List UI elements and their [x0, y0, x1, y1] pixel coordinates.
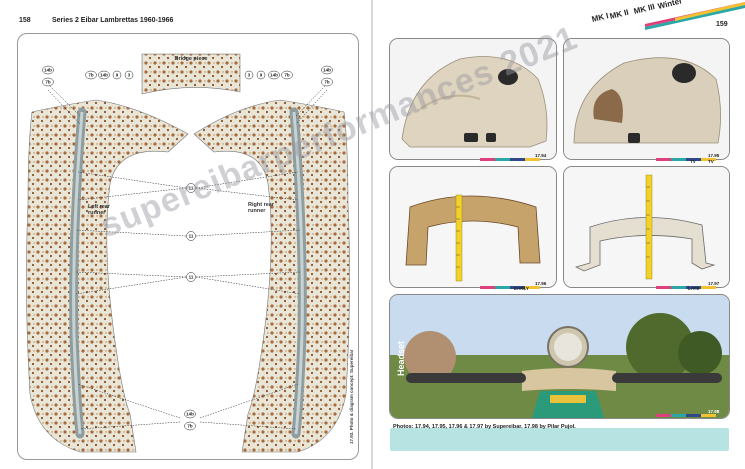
svg-text:9: 9 [116, 73, 119, 78]
color-strip-17-95 [656, 158, 716, 161]
left-page-number: 158 [19, 17, 31, 24]
credit-bar [390, 428, 729, 451]
callout-7b-top-right: 7b [321, 77, 333, 87]
right-runner-label: Right rear runner [248, 202, 274, 214]
svg-text:14b: 14b [44, 68, 52, 73]
svg-text:11: 11 [189, 186, 194, 191]
callout-9-bridge-right: 9 [256, 70, 266, 80]
running-head: Series 2 Eibar Lambrettas 1960-1966 [52, 17, 174, 24]
svg-text:11: 11 [189, 275, 194, 280]
callout-14b-top-left: 14b [42, 65, 54, 75]
photo-17-95 [563, 38, 730, 160]
callout-7b-bridge-right: 7b [281, 70, 293, 80]
callout-11-upper: 11 [186, 183, 196, 193]
runner-diagram-art [26, 53, 350, 453]
photo-17-94 [389, 38, 557, 160]
svg-text:14b: 14b [270, 73, 278, 78]
model-tag-ribbon [645, 2, 745, 30]
callout-14b-bottom: 14b [184, 409, 196, 419]
photo-tag-headset: Headset [396, 340, 406, 376]
callout-14b-bridge-left: 14b [98, 70, 110, 80]
photo-number-17-94: 17.94 [535, 153, 547, 158]
color-strip-17-96 [480, 286, 540, 289]
callout-14b-top-right: 14b [321, 65, 333, 75]
svg-text:11: 11 [189, 234, 194, 239]
color-strip-17-97 [656, 286, 716, 289]
svg-text:7b: 7b [284, 73, 290, 78]
svg-text:7b: 7b [324, 80, 330, 85]
photo-tag-17-97: LATE [688, 286, 700, 291]
book-spine [371, 0, 374, 469]
photo-17-97 [563, 166, 730, 288]
callout-7b-bridge-left: 7b [85, 70, 97, 80]
photo-credit: Photos: 17.94, 17.95, 17.96 & 17.97 by S… [393, 424, 576, 430]
svg-text:7b: 7b [45, 80, 51, 85]
late-cover-measure-image [564, 167, 729, 287]
svg-text:3: 3 [128, 73, 131, 78]
early-cover-measure-image [390, 167, 556, 287]
headset-cover-rear-image [564, 39, 729, 159]
svg-text:14b: 14b [100, 73, 108, 78]
svg-text:14b: 14b [323, 68, 331, 73]
color-strip-17-94 [480, 158, 540, 161]
callout-11-middle: 11 [186, 231, 196, 241]
runner-diagram: Bridge piece Left rear runner Right rear… [17, 33, 359, 460]
callout-layer: 14b 7b 7b 14b 9 3 3 9 14b 7b 14b 7b 11 1… [42, 65, 333, 431]
photo-number-17-96: 17.96 [535, 281, 547, 286]
callout-3-bridge-right: 3 [244, 70, 254, 80]
callout-7b-bottom: 7b [184, 421, 196, 431]
left-runner-label: Left rear runner [88, 204, 111, 216]
bridge-piece-label: Bridge piece [174, 56, 208, 62]
headset-cover-front-image [390, 39, 556, 159]
color-strip-17-98 [656, 414, 716, 417]
svg-text:7b: 7b [88, 73, 94, 78]
photo-tag-17-95-a: TV [690, 159, 696, 164]
photo-number-17-97: 17.97 [708, 281, 720, 286]
photo-tag-17-96: EARLY [514, 286, 529, 291]
callout-9-bridge-left: 9 [112, 70, 122, 80]
callout-7b-top-left: 7b [42, 77, 54, 87]
photo-number-17-95: 17.95 [708, 153, 720, 158]
photo-17-96 [389, 166, 557, 288]
right-page-number: 159 [716, 21, 728, 28]
left-page: 158 Series 2 Eibar Lambrettas 1960-1966 [0, 0, 372, 469]
figure-caption: 17.93. Photo & diagram concept: Supereib… [349, 349, 354, 444]
svg-text:3: 3 [248, 73, 251, 78]
photo-number-17-98: 17.98 [708, 409, 720, 414]
callout-11-lower: 11 [186, 272, 196, 282]
photo-17-98 [389, 294, 730, 419]
headset-scooter-image [390, 295, 729, 418]
svg-text:9: 9 [260, 73, 263, 78]
callout-14b-bridge-right: 14b [268, 70, 280, 80]
svg-text:14b: 14b [186, 412, 194, 417]
photo-tag-17-95-b: TV [708, 159, 714, 164]
callout-3-bridge-left: 3 [124, 70, 134, 80]
svg-text:7b: 7b [187, 424, 193, 429]
